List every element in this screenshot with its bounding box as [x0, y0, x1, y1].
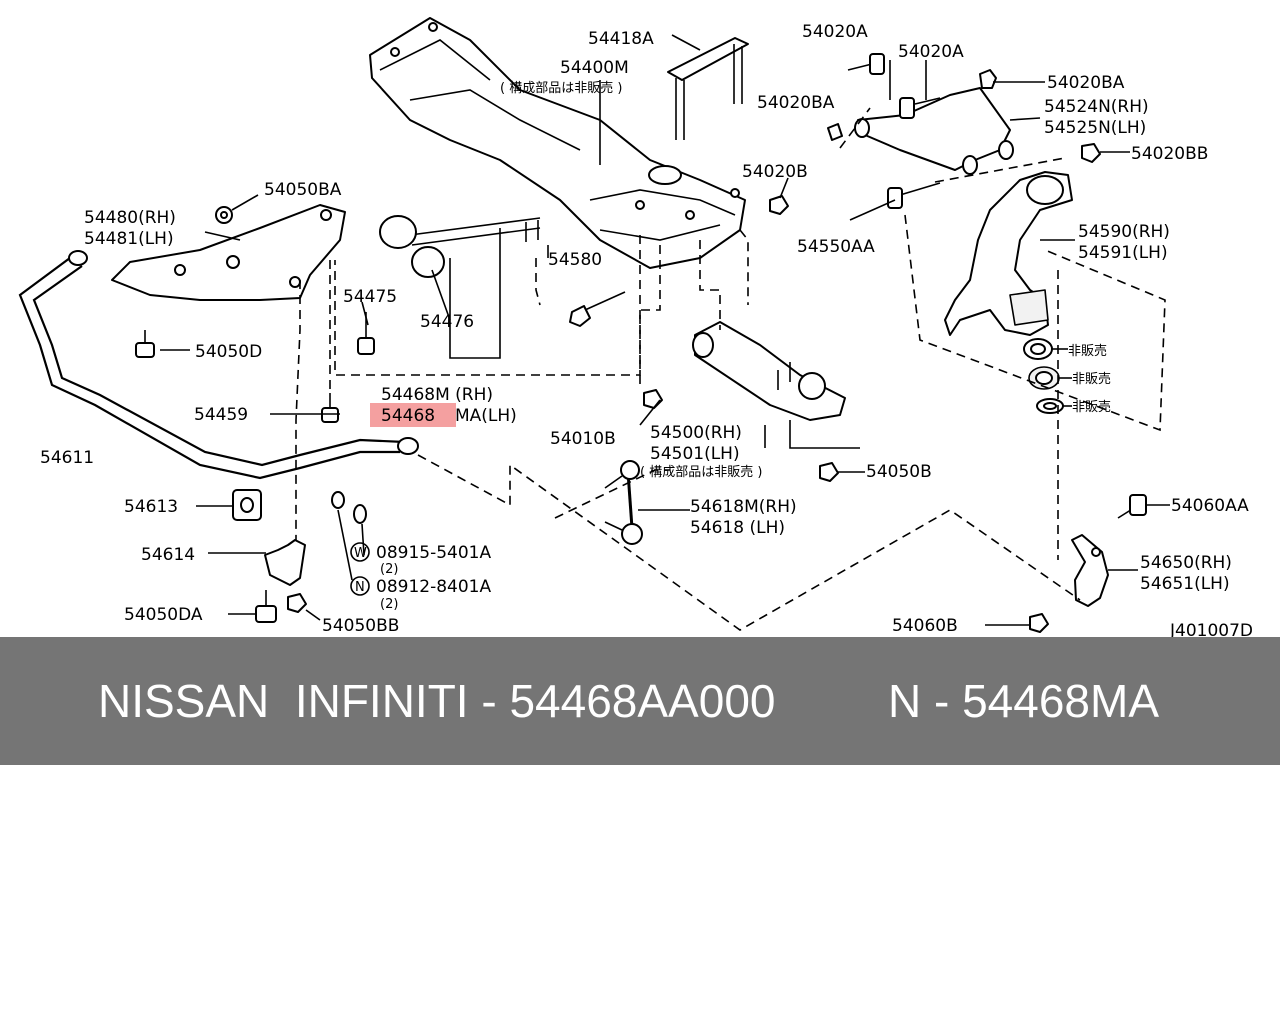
- label-54020ba-2: 54020BA: [757, 93, 835, 113]
- stabilizer-link-54618m: [604, 460, 643, 545]
- label-54650: 54650(RH): [1140, 553, 1232, 573]
- label-54580: 54580: [548, 250, 602, 270]
- bearing-not-sold: [1023, 338, 1064, 414]
- crossmember-54400m: [369, 17, 746, 269]
- label-54020ba-1: 54020BA: [1047, 73, 1125, 93]
- label-54050ba: 54050BA: [264, 180, 342, 200]
- label-54591: 54591(LH): [1078, 243, 1168, 263]
- label-54020bb: 54020BB: [1131, 144, 1208, 164]
- label-w-letter: W: [354, 546, 367, 561]
- label-n-letter: N: [355, 580, 365, 595]
- diagram-part-number: N - 54468MA: [888, 675, 1160, 727]
- note-subassy-top: ( 構成部品は非販売 ): [500, 80, 622, 96]
- part-highlight: [370, 403, 456, 427]
- label-not-sold-1: 非販売: [1068, 343, 1107, 359]
- bracket-54418a: [667, 37, 749, 140]
- dashed-assembly-lines: [295, 107, 1166, 631]
- label-54651: 54651(LH): [1140, 574, 1230, 594]
- label-54475: 54475: [343, 287, 397, 307]
- washer-54050ba: [215, 206, 233, 224]
- bolt-54060aa: [1117, 494, 1147, 519]
- label-54468ma-suffix: MA(LH): [455, 406, 517, 426]
- label-54010b: 54010B: [550, 429, 616, 449]
- part-number-banner: NISSAN INFINITI - 54468AA000 N - 54468MA: [0, 637, 1280, 765]
- label-08912-qty: (2): [380, 597, 398, 612]
- label-54020a-1: 54020A: [802, 22, 868, 42]
- compression-rod-54468m: [379, 215, 541, 278]
- diagram-ref-code: J401007D: [1169, 621, 1253, 637]
- label-not-sold-3: 非販売: [1072, 399, 1111, 415]
- nut-08912: [331, 491, 345, 509]
- label-54050d: 54050D: [195, 342, 262, 362]
- label-54525n: 54525N(LH): [1044, 118, 1146, 138]
- label-54050da: 54050DA: [124, 605, 203, 625]
- label-54524n: 54524N(RH): [1044, 97, 1149, 117]
- nut-54050b: [819, 462, 839, 482]
- bolt-54459: [321, 393, 339, 423]
- label-54481: 54481(LH): [84, 229, 174, 249]
- bushing-54613: [232, 489, 262, 521]
- bolt-54050da: [255, 590, 277, 623]
- label-54501: 54501(LH): [650, 444, 740, 464]
- label-54476: 54476: [420, 312, 474, 332]
- part-labels: 54418A 54400M ( 構成部品は非販売 ) 54020A 54020A…: [40, 22, 1253, 637]
- upper-arm-54524n: [854, 87, 1014, 175]
- clamp-54614: [264, 539, 306, 586]
- label-54050b: 54050B: [866, 462, 932, 482]
- label-54459: 54459: [194, 405, 248, 425]
- bolt-54020a: [827, 53, 1101, 163]
- label-54020b: 54020B: [742, 162, 808, 182]
- label-54618: 54618 (LH): [690, 518, 785, 538]
- knuckle-54590: [944, 171, 1073, 336]
- lower-arm-54500: [692, 321, 846, 421]
- bracket-54650: [1071, 534, 1109, 607]
- label-54500: 54500(RH): [650, 423, 742, 443]
- label-54468ma-highlight: 54468: [381, 406, 435, 426]
- label-54020a-2: 54020A: [898, 42, 964, 62]
- label-not-sold-2: 非販売: [1072, 371, 1111, 387]
- label-54614: 54614: [141, 545, 195, 565]
- leader-lines: [160, 34, 1170, 626]
- label-54590: 54590(RH): [1078, 222, 1170, 242]
- label-54550aa: 54550AA: [797, 237, 875, 257]
- nut-54010b: [643, 389, 663, 409]
- bolt-54580: [569, 291, 626, 327]
- label-08915: 08915-5401A: [376, 543, 491, 563]
- label-54618m: 54618M(RH): [690, 497, 797, 517]
- nut-54060b: [1029, 613, 1049, 633]
- bolt-54050d: [135, 330, 155, 358]
- label-54613: 54613: [124, 497, 178, 517]
- label-54050bb: 54050BB: [322, 616, 399, 636]
- nut-54050bb: [287, 593, 307, 613]
- nut-54020b: [769, 195, 789, 215]
- label-54480: 54480(RH): [84, 208, 176, 228]
- note-subassy-mid: ( 構成部品は非販売 ): [640, 464, 762, 480]
- label-08915-qty: (2): [380, 562, 398, 577]
- oem-part-number: NISSAN INFINITI - 54468AA000: [98, 675, 776, 727]
- label-54611: 54611: [40, 448, 94, 468]
- label-54060aa: 54060AA: [1171, 496, 1249, 516]
- parts-diagram: 54418A 54400M ( 構成部品は非販売 ) 54020A 54020A…: [18, 17, 1253, 637]
- bolt-54550aa: [887, 182, 941, 209]
- washer-08915: [353, 504, 367, 524]
- stabilizer-bar-54611: [18, 250, 419, 480]
- label-54468m: 54468M (RH): [381, 385, 493, 405]
- label-54400m: 54400M: [560, 58, 629, 78]
- label-08912: 08912-8401A: [376, 577, 491, 597]
- label-54060b: 54060B: [892, 616, 958, 636]
- label-54418a: 54418A: [588, 29, 654, 49]
